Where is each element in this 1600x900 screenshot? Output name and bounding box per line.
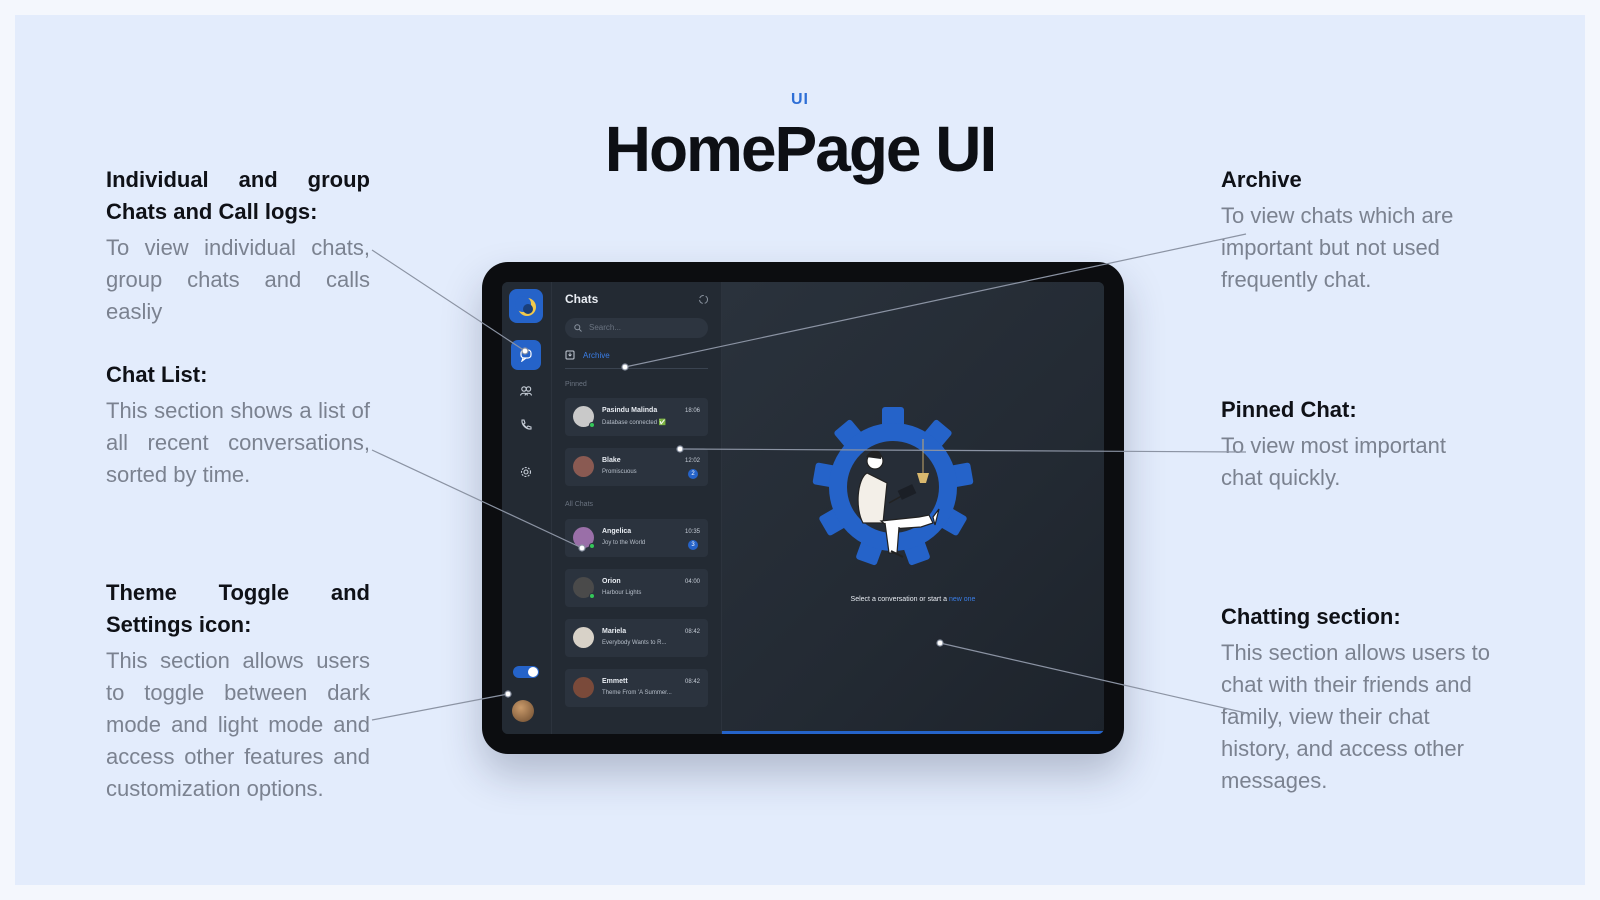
avatar <box>573 577 594 598</box>
avatar <box>573 677 594 698</box>
chat-name: Blake <box>602 457 621 464</box>
app-screen: Chats Search... Archive Pinned Pasindu M… <box>502 282 1104 734</box>
page-title: HomePage UI <box>604 113 998 185</box>
chat-name: Pasindu Malinda <box>602 407 658 414</box>
app-logo[interactable] <box>509 289 543 323</box>
annotation-heading: Chatting section: <box>1221 604 1401 629</box>
chat-time: 18:06 <box>684 408 700 414</box>
logo-icon <box>515 296 536 316</box>
chat-time: 08:42 <box>684 679 700 685</box>
annotation-description: This section allows users to toggle betw… <box>106 648 370 801</box>
chatting-section: Select a conversation or start a new one <box>722 282 1104 734</box>
search-placeholder: Search... <box>589 323 622 332</box>
chat-preview: Promiscuous <box>602 469 637 475</box>
refresh-button[interactable] <box>698 292 709 310</box>
annotation-theme-toggle: Theme Toggle and Settings icon: This sec… <box>106 577 370 805</box>
empty-state-caption: Select a conversation or start a new one <box>722 596 1104 603</box>
settings-nav-button[interactable] <box>511 457 541 487</box>
chat-list-panel: Chats Search... Archive Pinned Pasindu M… <box>552 282 722 734</box>
chat-time: 08:42 <box>684 629 700 635</box>
annotation-archive: Archive To view chats which are importan… <box>1221 164 1491 296</box>
composer-bar <box>722 731 1104 734</box>
avatar <box>573 456 594 477</box>
chat-time: 10:35 <box>684 529 700 535</box>
user-avatar[interactable] <box>512 700 534 722</box>
chat-name: Mariela <box>602 628 627 635</box>
group-icon <box>519 386 533 396</box>
archive-icon <box>565 350 575 360</box>
annotation-chatting-section: Chatting section: This section allows us… <box>1221 601 1491 797</box>
avatar <box>573 406 594 427</box>
chat-preview: Joy to the World <box>602 540 646 546</box>
calls-nav-button[interactable] <box>511 410 541 440</box>
annotation-heading: Chat List: <box>106 362 208 387</box>
annotation-heading: Individual and group Chats and Call logs… <box>106 167 370 224</box>
empty-state-text: Select a conversation or start a <box>850 596 949 603</box>
annotation-individual-chats: Individual and group Chats and Call logs… <box>106 164 370 328</box>
chats-title: Chats <box>565 292 599 306</box>
chat-time: 04:00 <box>684 579 700 585</box>
eyebrow-label: UI <box>791 91 809 108</box>
phone-icon <box>521 419 532 430</box>
search-icon <box>574 324 582 332</box>
annotation-chat-list: Chat List: This section shows a list of … <box>106 359 370 491</box>
all-chats-section-label: All Chats <box>565 501 594 508</box>
online-indicator <box>589 422 595 428</box>
online-indicator <box>589 593 595 599</box>
avatar <box>573 627 594 648</box>
search-input[interactable]: Search... <box>565 318 708 338</box>
refresh-icon <box>699 295 708 304</box>
online-indicator <box>589 543 595 549</box>
annotation-heading: Archive <box>1221 167 1302 192</box>
annotation-heading: Theme Toggle and Settings icon: <box>106 580 370 637</box>
annotation-heading: Pinned Chat: <box>1221 397 1357 422</box>
annotation-description: This section allows users to chat with t… <box>1221 640 1490 793</box>
chat-preview: Database connected ✅ <box>602 420 667 426</box>
chats-nav-button[interactable] <box>511 340 541 370</box>
annotation-pinned-chat: Pinned Chat: To view most important chat… <box>1221 394 1491 494</box>
chat-icon <box>520 349 532 362</box>
unread-badge: 2 <box>688 469 698 479</box>
theme-toggle[interactable] <box>513 666 539 678</box>
chat-name: Angelica <box>602 528 632 535</box>
chat-time: 12:02 <box>684 458 700 464</box>
chat-preview: Harbour Lights <box>602 590 642 596</box>
settings-icon <box>520 466 532 478</box>
chat-preview: Everybody Wants to R... <box>602 640 667 646</box>
groups-nav-button[interactable] <box>511 376 541 406</box>
annotation-description: To view chats which are important but no… <box>1221 203 1454 292</box>
chat-preview: Theme From 'A Summer... <box>602 690 672 696</box>
tablet-mockup: Chats Search... Archive Pinned Pasindu M… <box>482 262 1124 754</box>
archive-row[interactable]: Archive <box>565 350 708 369</box>
annotation-description: This section shows a list of all recent … <box>106 398 370 487</box>
empty-state-illustration <box>812 407 974 566</box>
chat-name: Emmett <box>602 678 628 685</box>
pinned-section-label: Pinned <box>565 381 587 388</box>
chat-name: Orion <box>602 578 621 585</box>
new-conversation-link[interactable]: new one <box>948 596 976 603</box>
unread-badge: 3 <box>688 540 698 550</box>
nav-rail <box>502 282 552 734</box>
annotation-description: To view individual chats, group chats an… <box>106 235 370 324</box>
archive-label: Archive <box>583 350 610 360</box>
annotation-description: To view most important chat quickly. <box>1221 433 1446 490</box>
